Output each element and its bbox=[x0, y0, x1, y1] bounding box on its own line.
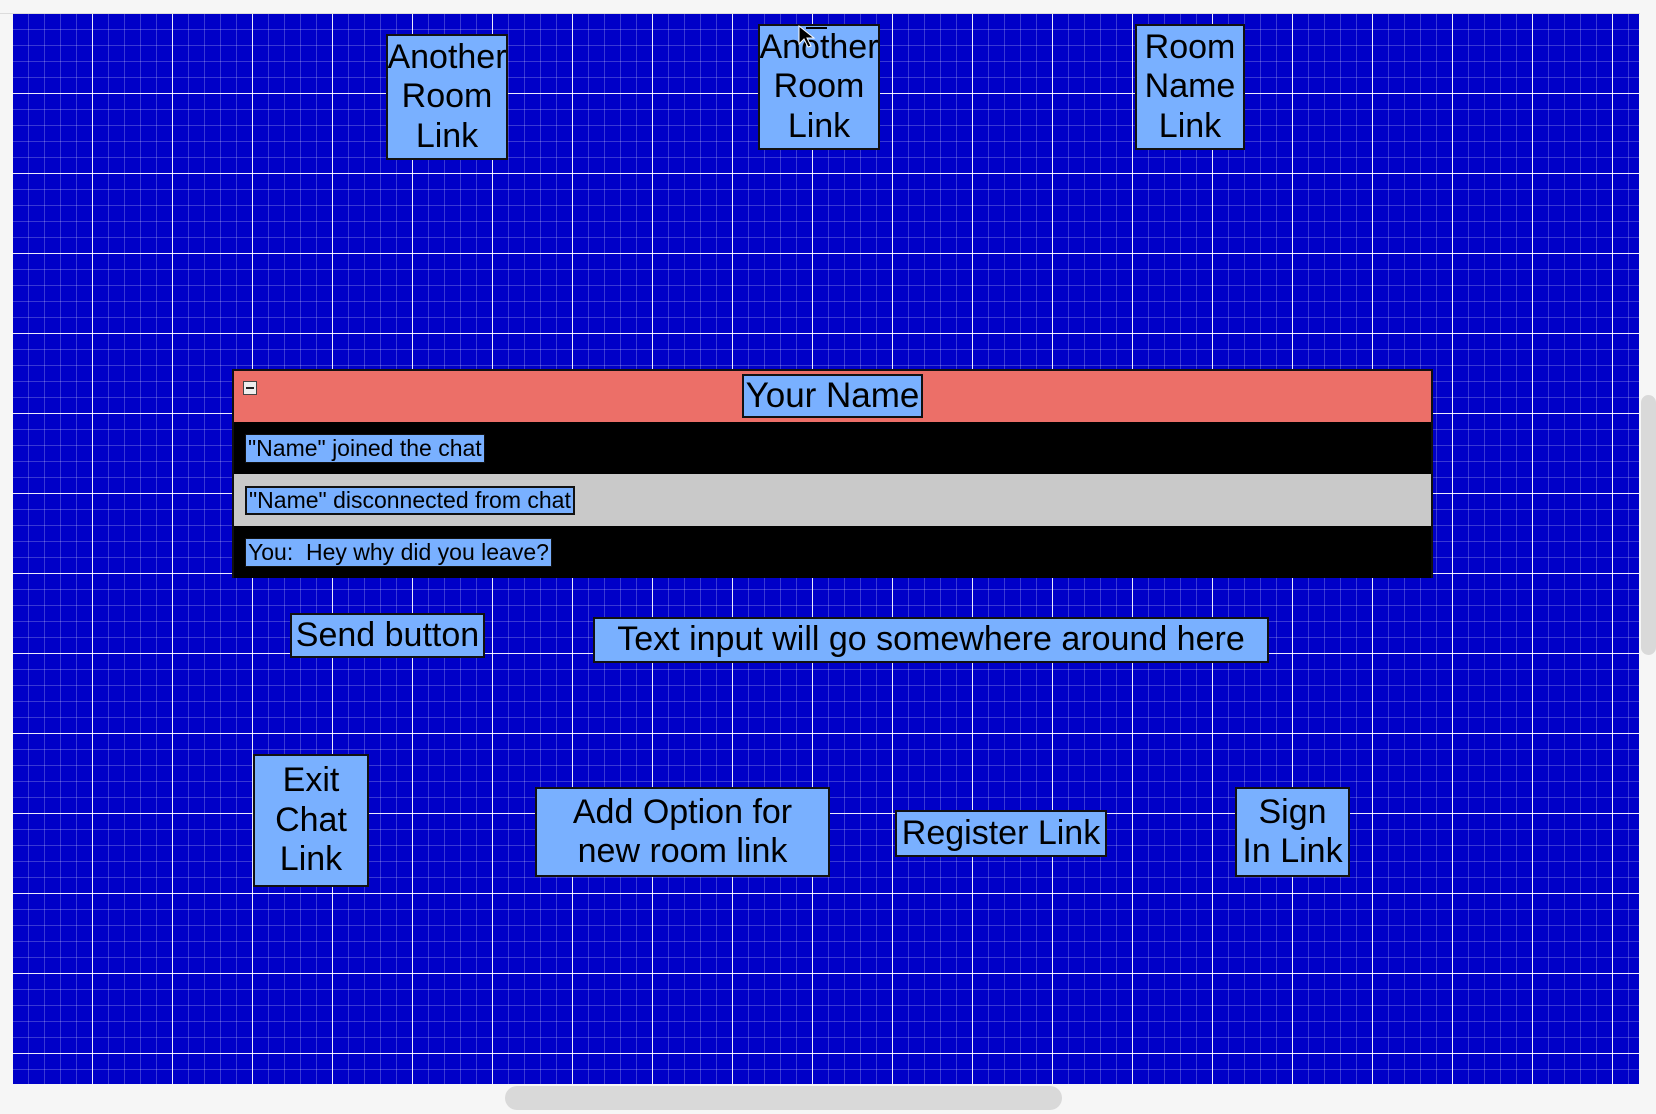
arrow-cursor-icon bbox=[798, 24, 827, 48]
message-row: "Name" joined the chat bbox=[234, 422, 1431, 474]
exit-chat-link[interactable]: Exit Chat Link bbox=[253, 754, 369, 887]
text-input-placeholder[interactable]: Text input will go somewhere around here bbox=[593, 617, 1269, 663]
top-border bbox=[0, 13, 1640, 14]
room-name-link[interactable]: Room Name Link bbox=[1135, 24, 1245, 150]
minus-square-icon[interactable] bbox=[243, 381, 257, 395]
message-row: You: Hey why did you leave? bbox=[234, 526, 1431, 578]
register-link[interactable]: Register Link bbox=[895, 810, 1107, 857]
another-room-link-1[interactable]: Another Room Link bbox=[386, 34, 508, 160]
chat-title: Your Name bbox=[742, 374, 923, 418]
chat-window: Your Name "Name" joined the chat "Name" … bbox=[232, 369, 1433, 578]
sign-in-link[interactable]: Sign In Link bbox=[1235, 787, 1350, 877]
add-room-link[interactable]: Add Option for new room link bbox=[535, 787, 830, 877]
chat-message: You: Hey why did you leave? bbox=[245, 538, 552, 567]
send-button[interactable]: Send button bbox=[290, 613, 485, 658]
message-row: "Name" disconnected from chat bbox=[234, 474, 1431, 526]
chat-message: "Name" joined the chat bbox=[245, 434, 485, 463]
wireframe-canvas: Another Room Link Another Room Link Room… bbox=[13, 14, 1639, 1084]
vertical-scrollbar[interactable] bbox=[1641, 395, 1656, 655]
horizontal-scrollbar[interactable] bbox=[505, 1086, 1062, 1110]
chat-message: "Name" disconnected from chat bbox=[245, 486, 575, 515]
another-room-link-2[interactable]: Another Room Link bbox=[758, 24, 880, 150]
chat-header: Your Name bbox=[234, 371, 1431, 424]
